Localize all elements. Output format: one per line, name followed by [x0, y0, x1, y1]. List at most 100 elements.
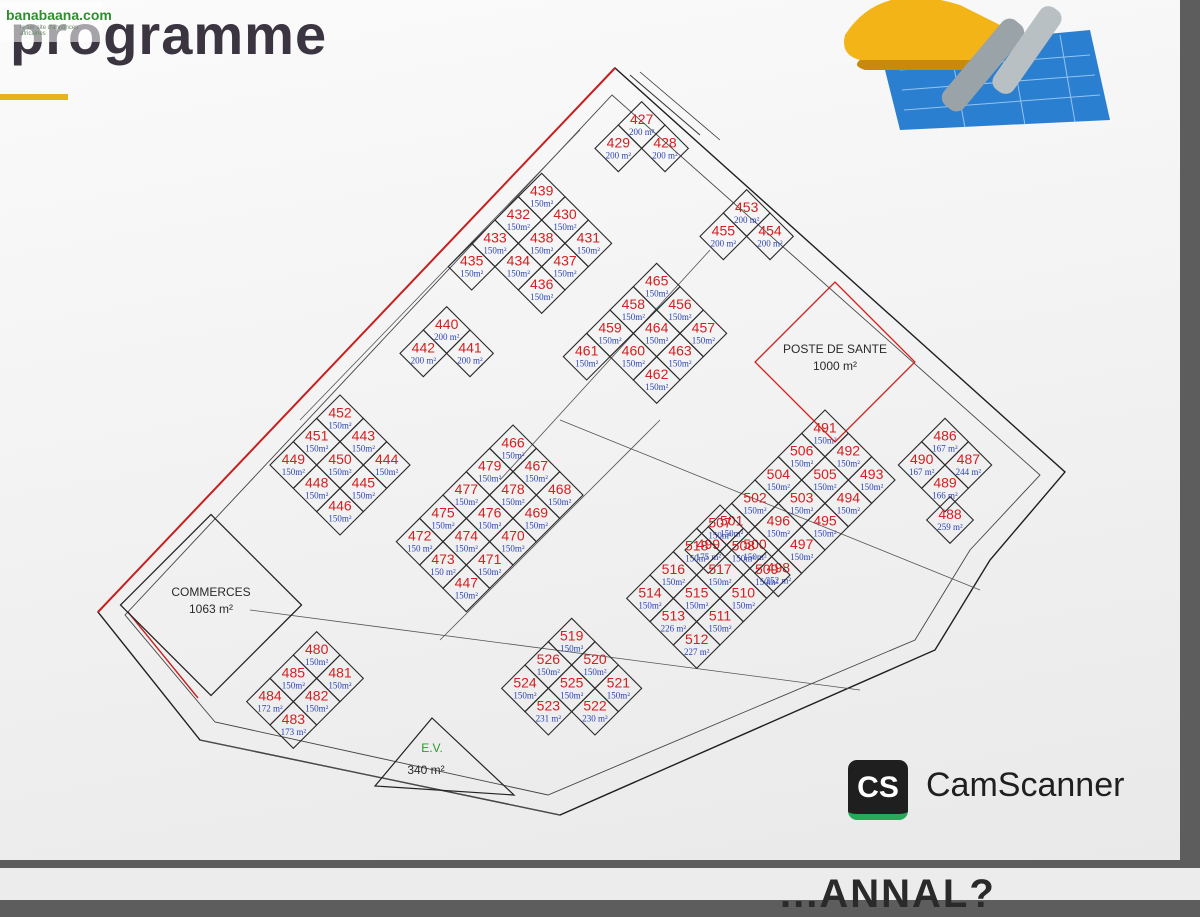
lot-number: 523	[537, 698, 561, 714]
lot-parcel	[684, 525, 733, 575]
boundary-red-edge	[97, 67, 616, 613]
lot-area: 150m²	[692, 335, 716, 345]
lot-area: 230 m²	[582, 714, 608, 724]
lot-area: 150m²	[525, 474, 549, 484]
lot-number: 524	[513, 674, 537, 690]
lot-area: 150m²	[507, 269, 531, 279]
lot-area: 150m²	[460, 269, 484, 279]
camscanner-logo-text: CS	[857, 771, 899, 804]
lot-area: 150m²	[431, 520, 455, 530]
lot-number: 465	[645, 273, 669, 289]
watermark-site: banabaana.com	[6, 7, 112, 23]
lot-number: 434	[507, 253, 531, 269]
helmet-icon	[844, 0, 1004, 60]
lot-area: 150m²	[813, 435, 837, 445]
lot-number: 520	[583, 651, 607, 667]
lot-number: 477	[455, 481, 479, 497]
lot-block: 465150m²456150m²457150m²458150m²464150m²…	[562, 262, 728, 405]
lot-area: 150m²	[560, 690, 584, 700]
lot-number: 497	[790, 536, 814, 552]
lot-number: 467	[525, 458, 549, 474]
lot-number: 439	[530, 183, 554, 199]
lot-number: 483	[282, 711, 306, 727]
lot-area: 150 m²	[430, 567, 456, 577]
watermark-banner: banabaana.com le 1er site d'annonces afr…	[0, 2, 112, 42]
lot-parcel	[562, 332, 611, 381]
lot-area: 150m²	[507, 222, 531, 232]
lot-number: 515	[685, 584, 709, 600]
lot-area: 150m²	[513, 690, 537, 700]
lot-area: 200 m²	[457, 355, 483, 365]
zone-area: 1000 m²	[813, 359, 857, 373]
lot-area: 150m²	[530, 292, 554, 302]
lot-parcel	[640, 124, 690, 173]
lot-number: 485	[282, 664, 306, 680]
lot-area: 150m²	[305, 490, 329, 500]
green-space-zone	[373, 717, 516, 796]
lot-number: 480	[305, 641, 329, 657]
lot-area: 150m²	[501, 544, 525, 554]
lot-number: 428	[653, 134, 677, 150]
lot-area: 150m²	[622, 312, 646, 322]
lot-number: 479	[478, 458, 502, 474]
watermark-tagline: le 1er site d'annonces africaines	[20, 25, 79, 37]
lot-number: 493	[860, 466, 884, 482]
lot-number: 513	[662, 608, 686, 624]
lot-area: 200 m²	[734, 215, 760, 225]
lot-number: 482	[305, 688, 329, 704]
lot-number: 481	[328, 664, 352, 680]
lot-area: 150m²	[645, 289, 669, 299]
lot-parcel	[445, 329, 495, 378]
lot-area: 200 m²	[757, 238, 783, 248]
lot-number: 462	[645, 366, 669, 382]
lot-number: 491	[813, 419, 837, 435]
lot-parcel	[570, 687, 620, 736]
lot-area: 150m²	[282, 467, 306, 477]
zone-outline	[119, 513, 303, 697]
lot-number: 466	[501, 434, 525, 450]
lot-number: 512	[685, 631, 709, 647]
lot-area: 150m²	[501, 497, 525, 507]
lot-area: 150m²	[685, 554, 709, 564]
lot-number: 476	[478, 504, 502, 520]
zone-area: 340 m²	[407, 763, 444, 777]
lot-area: 166 m²	[932, 490, 958, 500]
lot-number: 516	[662, 561, 686, 577]
lot-area: 150m²	[837, 459, 861, 469]
lot-number: 437	[553, 253, 577, 269]
lot-area: 172 m²	[257, 704, 283, 714]
lot-area: 150m²	[375, 467, 399, 477]
lot-number: 492	[837, 443, 861, 459]
lot-parcel	[524, 687, 573, 736]
boundary-red-edge-lower	[127, 611, 199, 699]
lot-number: 473	[431, 551, 455, 567]
road-lines	[199, 129, 981, 816]
zone-name: POSTE DE SANTE	[783, 342, 887, 356]
lot-area: 150m²	[732, 554, 756, 564]
lot-area: 150m²	[668, 312, 692, 322]
lot-number: 430	[553, 206, 577, 222]
lot-area: 150m²	[767, 529, 791, 539]
lot-number: 487	[957, 451, 981, 467]
inner-boundary	[124, 94, 1041, 796]
next-slide-title: ...ANNAL?	[780, 872, 996, 916]
lot-number: 453	[735, 199, 759, 215]
lot-area: 150m²	[708, 624, 732, 634]
lot-parcel	[745, 212, 795, 261]
zone-name: E.V.	[421, 741, 443, 755]
lot-number: 444	[375, 451, 399, 467]
lot-number: 450	[328, 451, 352, 467]
lot-parcel	[315, 487, 365, 536]
lot-area: 173 m²	[281, 727, 307, 737]
lot-number: 443	[352, 428, 376, 444]
lot-number: 470	[501, 528, 525, 544]
lot-parcel	[699, 212, 748, 261]
lot-area: 150m²	[553, 222, 577, 232]
lot-area: 200 m²	[711, 238, 737, 248]
lot-number: 449	[282, 451, 306, 467]
lot-number: 486	[933, 428, 957, 444]
lot-area: 200 m²	[434, 332, 460, 342]
lot-number: 496	[767, 513, 791, 529]
